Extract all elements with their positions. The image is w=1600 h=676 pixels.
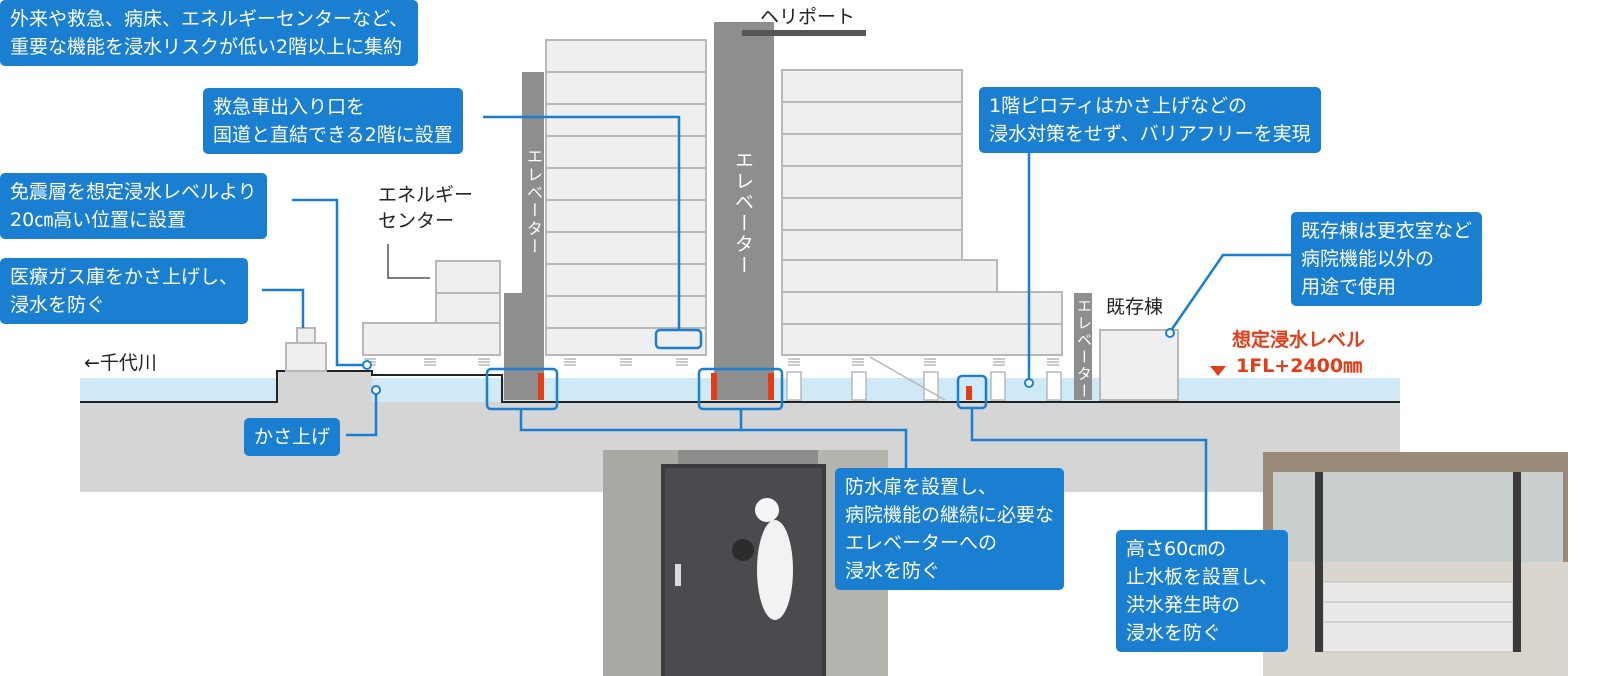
callout-line: 浸水対策をせず、バリアフリーを実現 [989,123,1311,145]
elevator-label-left: エレベーター [524,148,543,256]
callout-line: 防水扉を設置し、 [845,476,998,498]
tower-right-block [781,69,1063,356]
elevator-label-center: エレベーター [732,150,754,276]
callout-waterproof-door: 防水扉を設置し、 病院機能の継続に必要な エレベーターへの 浸水を防ぐ [835,468,1065,590]
energy-center-label-line: センター [378,210,455,232]
gas-storage [285,327,327,372]
callout-flood-barrier: 高さ60㎝の 止水板を設置し、 洪水発生時の 浸水を防ぐ [1116,530,1289,652]
callout-line: 病院機能以外の [1301,248,1435,270]
callout-line: 国道と直結できる2階に設置 [213,124,453,146]
callout-line: 止水板を設置し、 [1126,566,1279,588]
elevator-shaft-right [1074,293,1092,400]
callout-raise: かさ上げ [244,418,341,456]
callout-ambulance-entrance: 救急車出入り口を 国道と直結できる2階に設置 [203,88,463,154]
energy-center-leader [387,244,430,279]
callout-line: 既存棟は更衣室など [1301,220,1473,242]
energy-center-label-line: エネルギー [378,184,474,206]
energy-center-building [362,260,501,356]
callout-line: 用途で使用 [1301,276,1397,298]
elevator-shaft-center [714,22,774,400]
callout-line: エレベーターへの [845,532,998,554]
flood-barrier-photo [1263,452,1568,676]
callout-line: 免震層を想定浸水レベルより [10,181,257,203]
callout-gas-storage: 医療ガス庫をかさ上げし、 浸水を防ぐ [0,258,249,324]
leader-lines [262,115,1296,530]
callout-line: 浸水を防ぐ [10,294,106,316]
callout-existing-building-use: 既存棟は更衣室など 病院機能以外の 用途で使用 [1291,212,1483,306]
heliport-deck [742,30,866,36]
callout-line: 浸水を防ぐ [1126,622,1222,644]
piloti-ramp [869,356,946,401]
tower-left-block [545,39,707,356]
elevator-shaft-left [522,72,544,400]
waterproof-door-marks [538,373,972,400]
callout-line: 外来や救急、病床、エネルギーセンターなど、 [10,8,409,30]
callout-line: 1階ピロティはかさ上げなどの [989,95,1247,117]
flood-level-title: 想定浸水レベル [1232,329,1366,351]
existing-building [1099,329,1179,401]
callout-line: 医療ガス庫をかさ上げし、 [10,266,239,288]
callout-line: 救急車出入り口を [213,96,366,118]
raised-ground [277,371,372,402]
flood-barrier-image [1263,452,1568,676]
flood-level-marker-icon [1210,366,1226,376]
piloti-columns [786,371,1062,401]
seismic-isolation-marks [364,358,1059,366]
callout-seismic-layer: 免震層を想定浸水レベルより 20㎝高い位置に設置 [0,173,267,239]
callout-line: かさ上げ [254,426,331,448]
elevator-core-top [740,40,770,52]
callout-piloti: 1階ピロティはかさ上げなどの 浸水対策をせず、バリアフリーを実現 [979,87,1321,153]
heliport-label: ヘリポート [760,6,856,28]
callout-line: 病院機能の継続に必要な [845,504,1055,526]
callout-line: 重要な機能を浸水リスクが低い2階以上に集約 [10,36,403,58]
callout-line: 20㎝高い位置に設置 [10,209,187,231]
callout-line: 洪水発生時の [1126,594,1241,616]
callout-line: 浸水を防ぐ [845,560,941,582]
existing-building-label: 既存棟 [1106,296,1164,318]
elevator-label-right: エレベーター [1075,298,1093,400]
ground-line [80,370,1400,403]
callout-line: 高さ60㎝の [1126,538,1227,560]
elevator-shaft-left-lower [504,293,524,400]
energy-center-label: エネルギー センター [378,182,473,234]
flood-level-value: 1FL+2400㎜ [1236,355,1363,377]
river-label: ←千代川 [84,352,157,374]
leader-dots [362,328,1175,395]
callout-concentrate-functions: 外来や救急、病床、エネルギーセンターなど、 重要な機能を浸水リスクが低い2階以上… [0,0,419,66]
